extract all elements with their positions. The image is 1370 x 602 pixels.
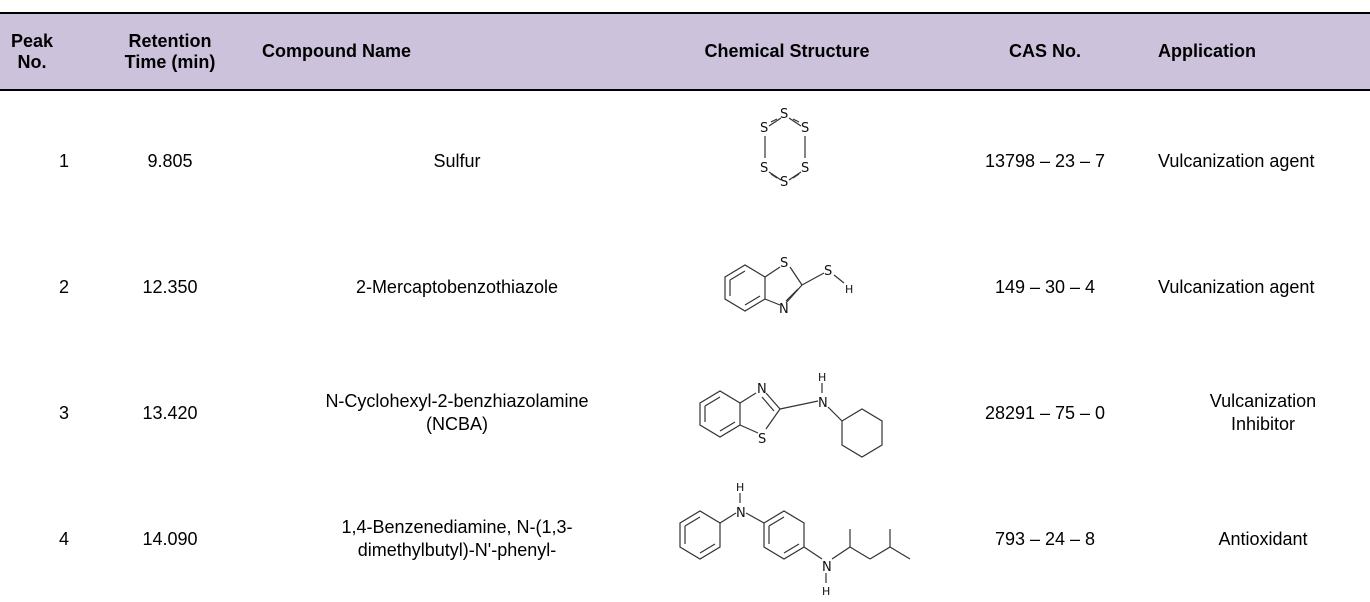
table-top-rule <box>0 12 1370 14</box>
application: Vulcanization agent <box>1158 276 1315 297</box>
mercaptobenzothiazole-structure-icon: S N S H <box>700 224 870 350</box>
table-row: 2 12.350 2-Mercaptobenzothiazole S N S <box>0 224 1370 350</box>
atom-n: N <box>818 396 828 411</box>
table-row: 3 13.420 N-Cyclohexyl-2-benzhiazolamine(… <box>0 350 1370 476</box>
cas-number: 28291 – 75 – 0 <box>984 402 1106 423</box>
header-chemical-structure: Chemical Structure <box>704 41 870 61</box>
header-application: Application <box>1158 41 1256 61</box>
peak-number: 4 <box>58 528 69 549</box>
retention-time: 9.805 <box>147 150 193 171</box>
compound-name: Sulfur <box>433 150 481 171</box>
atom-s: S <box>760 161 768 176</box>
peak-number: 3 <box>58 402 69 423</box>
header-compound-name: Compound Name <box>262 41 412 61</box>
table-header <box>0 14 1370 89</box>
atom-s: S <box>780 256 788 271</box>
atom-s: S <box>760 121 768 136</box>
ncba-structure-icon: N S N H <box>690 350 930 476</box>
peak-number: 1 <box>58 150 69 171</box>
atom-s: S <box>801 121 809 136</box>
atom-s: S <box>801 161 809 176</box>
compound-name: 1,4-Benzenediamine, N-(1,3-dimethylbutyl… <box>341 517 573 560</box>
compound-name: 2-Mercaptobenzothiazole <box>355 276 559 297</box>
atom-h: H <box>845 283 853 296</box>
atom-n: N <box>822 560 832 575</box>
retention-time: 14.090 <box>142 528 198 549</box>
atom-s: S <box>758 432 766 447</box>
atom-n: N <box>736 506 746 521</box>
table-header-rule <box>0 89 1370 91</box>
atom-s: S <box>780 107 788 122</box>
atom-n: N <box>757 382 767 397</box>
atom-h: H <box>818 371 826 384</box>
retention-time: 12.350 <box>142 276 198 297</box>
retention-time: 13.420 <box>142 402 198 423</box>
cas-number: 793 – 24 – 8 <box>994 528 1096 549</box>
atom-n: N <box>779 302 789 317</box>
table-row: 1 9.805 Sulfur S S S S S S <box>0 98 1370 224</box>
cas-number: 149 – 30 – 4 <box>994 276 1096 297</box>
peak-number: 2 <box>58 276 69 297</box>
table-row: 4 14.090 1,4-Benzenediamine, N-(1,3-dime… <box>0 476 1370 602</box>
cas-number: 13798 – 23 – 7 <box>984 150 1106 171</box>
atom-s: S <box>824 264 832 279</box>
ppd-structure-icon: N H N H <box>660 476 960 602</box>
application: Vulcanization agent <box>1158 150 1315 171</box>
atom-h: H <box>822 585 830 598</box>
application: Antioxidant <box>1218 528 1308 549</box>
compound-name: N-Cyclohexyl-2-benzhiazolamine(NCBA) <box>325 391 589 434</box>
atom-h: H <box>736 481 744 494</box>
sulfur-ring-structure-icon: S S S S S S <box>700 98 870 224</box>
header-cas-no: CAS No. <box>1009 41 1081 61</box>
atom-s: S <box>780 175 788 190</box>
